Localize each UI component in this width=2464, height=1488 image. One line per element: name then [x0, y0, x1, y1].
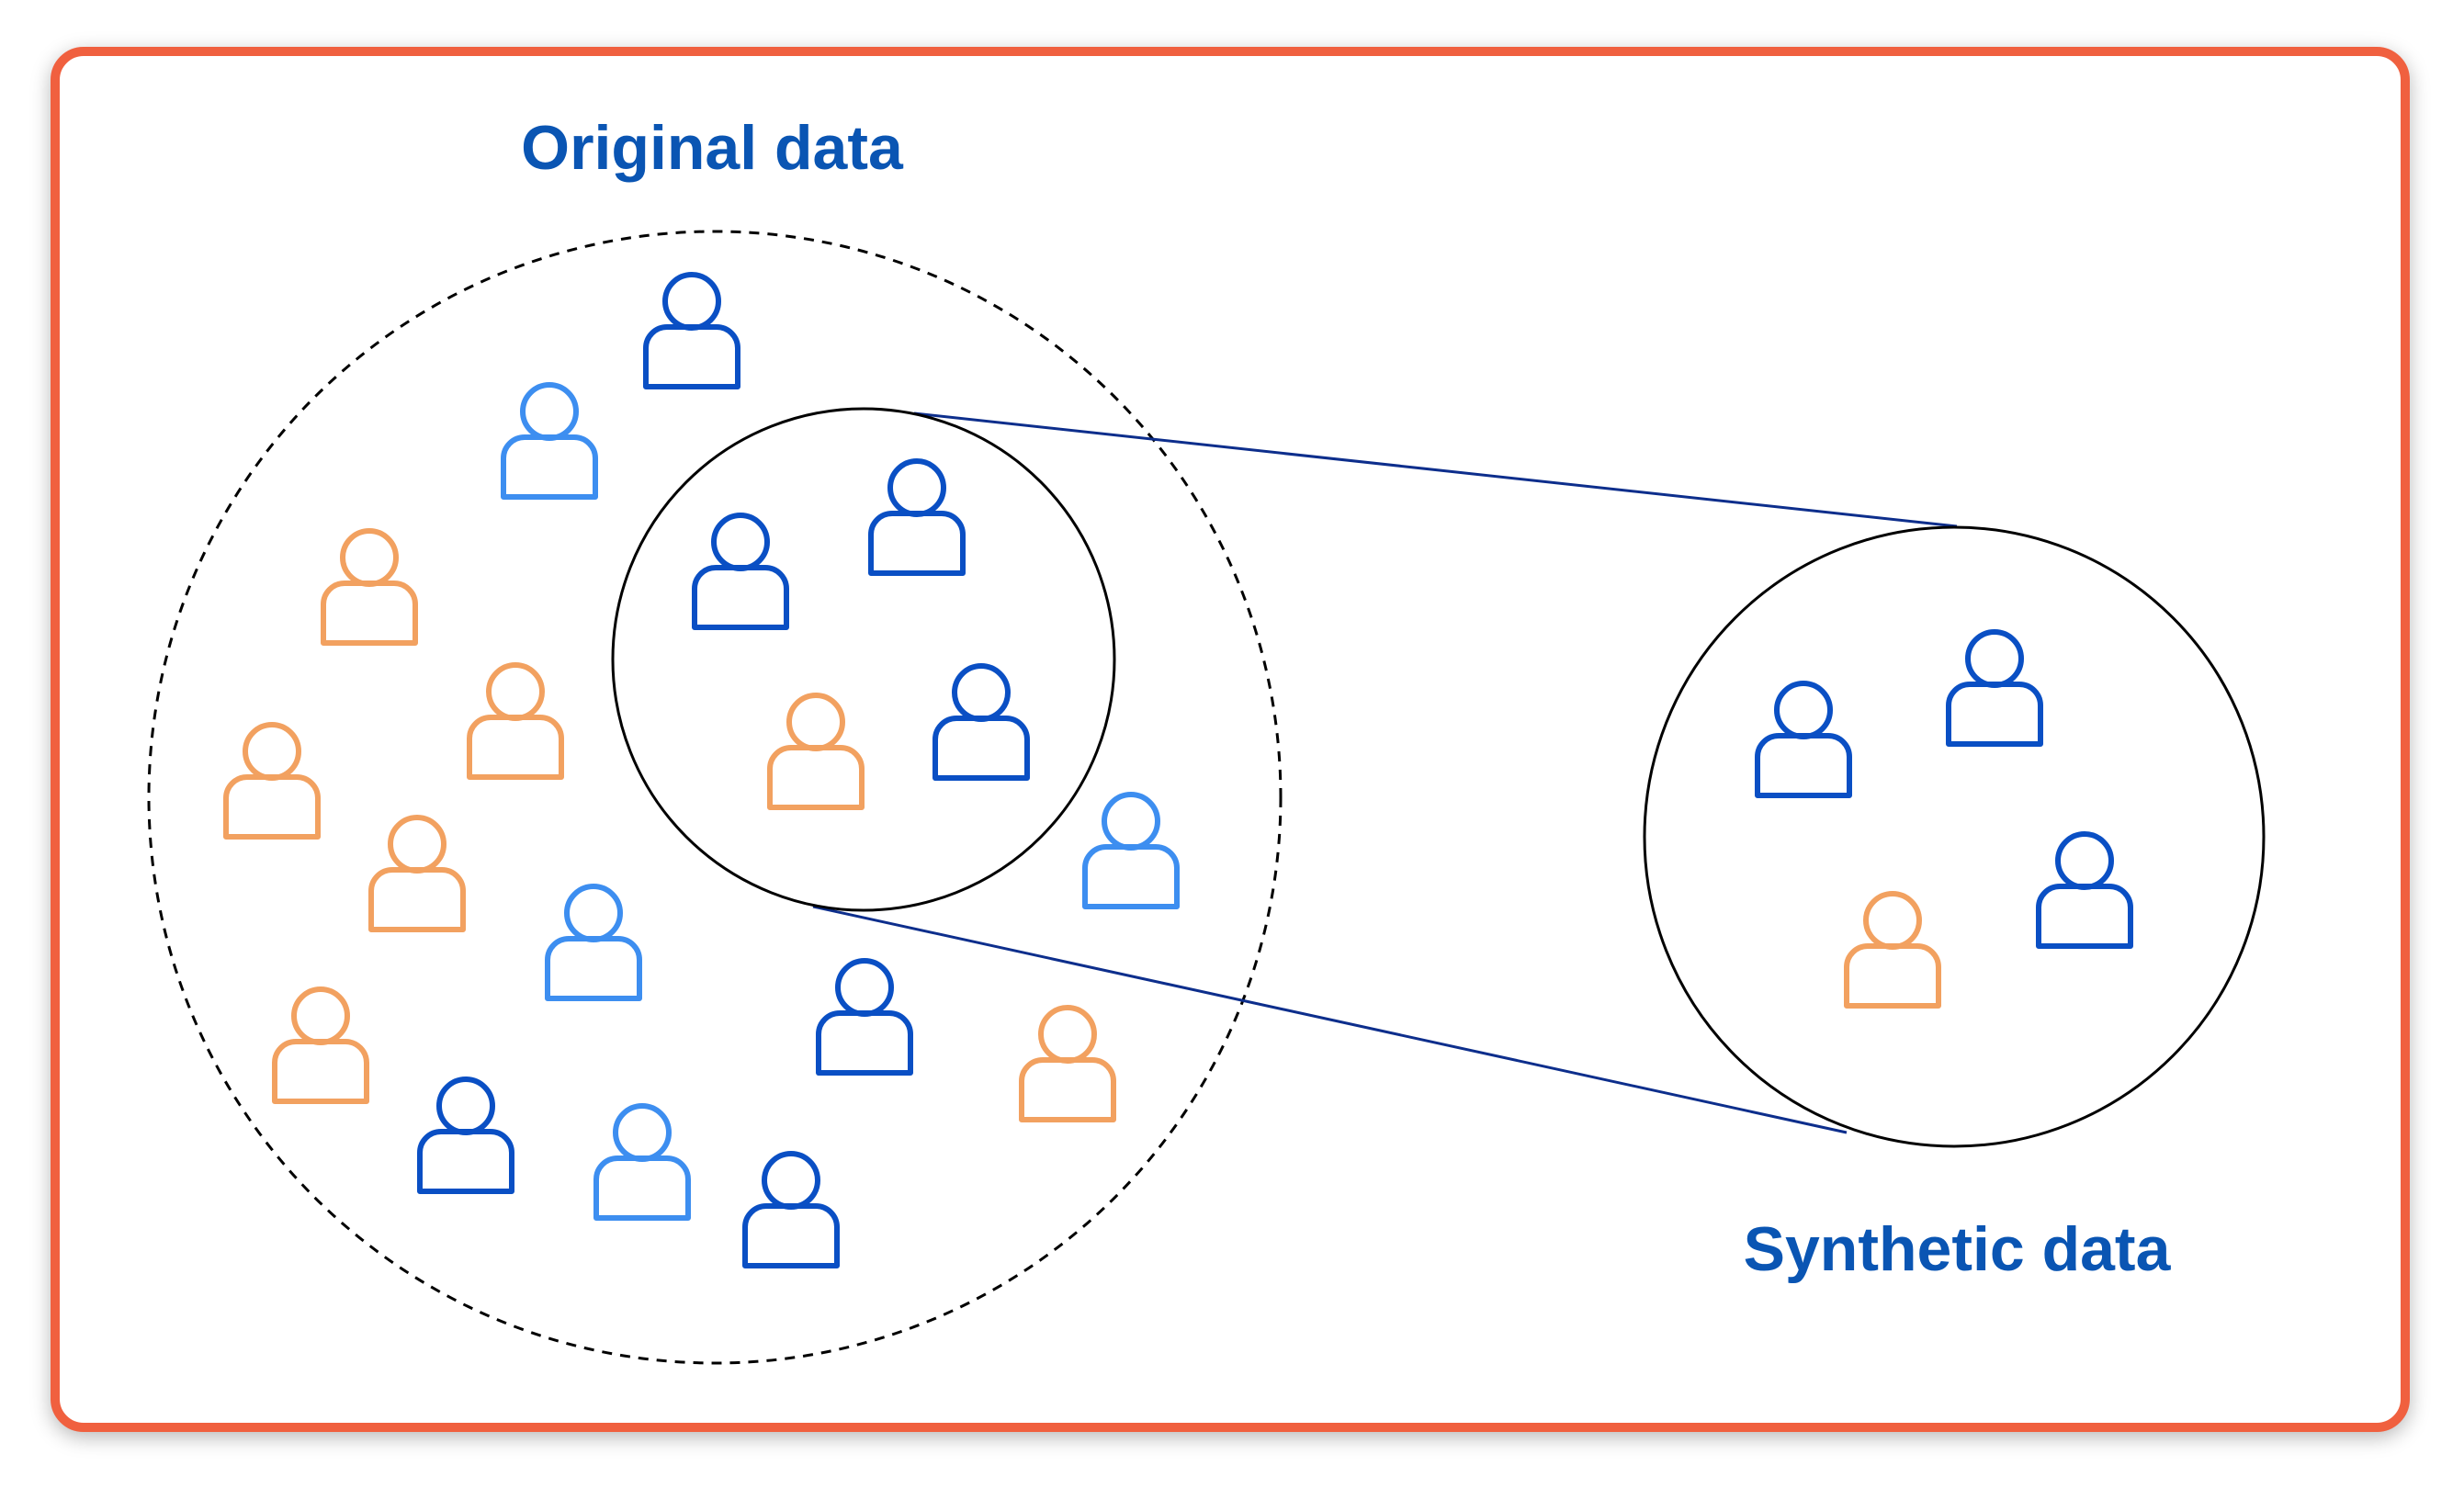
synthetic-person-icon	[2039, 834, 2131, 946]
person-icon	[548, 886, 639, 998]
person-icon	[420, 1079, 512, 1191]
person-icon	[1022, 1008, 1113, 1120]
person-icon	[819, 961, 910, 1073]
person-icon	[371, 817, 463, 930]
synthetic-data-title: Synthetic data	[1744, 1214, 2172, 1284]
person-icon	[745, 1154, 837, 1266]
person-icon	[503, 385, 595, 497]
sample-subset-circle	[611, 407, 1116, 912]
zoom-connector-top	[913, 411, 1958, 528]
synthetic-data-circle	[1643, 525, 2266, 1148]
original-population-boundary	[147, 230, 1283, 1365]
sample-person-icon	[935, 666, 1027, 778]
person-icon	[1085, 795, 1177, 907]
person-icon	[323, 531, 415, 643]
original-data-title: Original data	[521, 113, 904, 183]
person-icon	[275, 989, 367, 1101]
synthetic-person-icon	[1949, 632, 2040, 744]
sample-person-icon	[770, 695, 862, 807]
person-icon	[226, 725, 318, 837]
sample-person-icon	[871, 461, 963, 573]
synthetic-person-icon	[1758, 683, 1849, 795]
diagram-frame	[51, 47, 2410, 1432]
person-icon	[469, 665, 561, 777]
sample-person-icon	[695, 515, 786, 627]
synthetic-person-icon	[1847, 894, 1938, 1006]
person-icon	[646, 275, 738, 387]
person-icon	[596, 1106, 688, 1218]
zoom-connector-bottom	[812, 905, 1848, 1134]
